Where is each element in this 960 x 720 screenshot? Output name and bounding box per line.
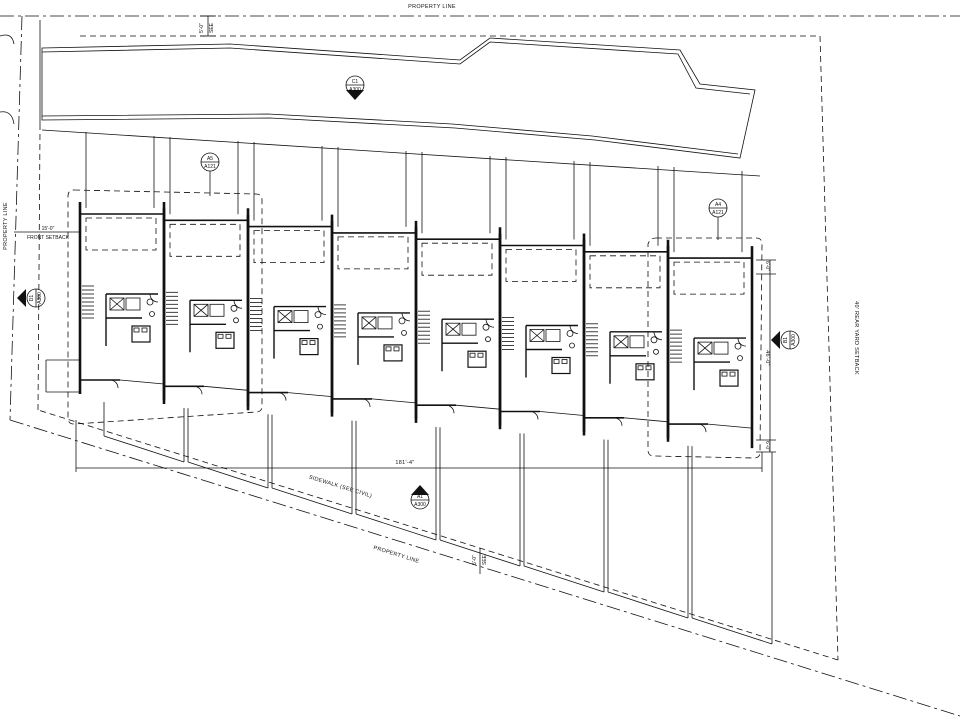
callout-a4[interactable]: A4 A121 [708, 198, 728, 240]
townhouse-unit[interactable] [330, 147, 418, 423]
driveway-edges [0, 20, 80, 393]
callout-a5-sheet: A121 [204, 164, 216, 170]
townhouse-unit[interactable] [666, 167, 754, 449]
bed-icon [635, 363, 655, 381]
townhouse-unit[interactable] [498, 157, 586, 436]
property-line-bottom [9, 419, 960, 717]
side-dim-top-label: 6'-0" [764, 261, 770, 271]
callout-a1-sheet: A300 [414, 502, 426, 508]
see-bottom-label: SEE [482, 554, 488, 565]
stair [502, 317, 514, 350]
callout-a4-sheet: A121 [712, 210, 724, 216]
townhouse-unit[interactable] [582, 162, 670, 442]
bed-icon [551, 356, 571, 375]
callout-d1-sheet: A300 [37, 292, 43, 304]
front-setback-dim-label: 15'-0" [42, 226, 55, 232]
townhouse-unit[interactable] [162, 137, 250, 411]
unit-driveway [439, 427, 521, 567]
callout-a5-number: A5 [207, 156, 213, 162]
callout-a5[interactable]: A5 A121 [200, 152, 220, 196]
unit-driveway [187, 408, 269, 489]
property-line-top-label: PROPERTY LINE [408, 4, 456, 10]
bed-icon [131, 325, 151, 343]
bed-icon [215, 331, 235, 349]
callout-a1[interactable]: A1 A300 [410, 485, 430, 510]
callout-d1-number: D1 [29, 295, 35, 302]
unit-driveway [271, 414, 353, 515]
property-line-left-label: PROPERTY LINE [3, 202, 9, 250]
callout-c1[interactable]: C1 A300 [345, 75, 365, 100]
rear-setback-label: 40' REAR YARD SETBACK [853, 301, 859, 375]
townhouse-unit[interactable] [78, 132, 166, 404]
dimensions: 181'-4" 46'-0" 6'-0" 6'-0" 5'-0" SEE 5'-… [75, 15, 776, 574]
overall-width-label: 181'-4" [395, 460, 414, 466]
unit-driveway [355, 420, 437, 541]
unit-driveway [607, 439, 689, 619]
unit-driveway [103, 402, 185, 463]
see-top-dim-label: 5'-0" [199, 23, 205, 33]
see-bottom-dim-label: 5'-0" [472, 555, 478, 565]
stair [82, 285, 94, 319]
stair [334, 304, 346, 338]
unit-driveways [103, 402, 773, 645]
callout-a4-number: A4 [715, 202, 721, 208]
townhouse-units [78, 132, 754, 449]
side-dim-bottom-label: 6'-0" [764, 441, 770, 451]
stair [418, 310, 430, 344]
bed-icon [383, 344, 403, 362]
stair [586, 323, 598, 357]
stair [166, 291, 178, 325]
bed-icon [719, 369, 739, 387]
callout-a1-number: A1 [417, 494, 423, 500]
unit-driveway [691, 446, 773, 645]
unit-driveway [523, 433, 605, 593]
callout-b1-number: B1 [783, 337, 789, 343]
see-top-label: SEE [209, 22, 215, 33]
stair [250, 298, 262, 332]
property-line-bottom-label: PROPERTY LINE [373, 545, 420, 565]
setback-boundary [14, 35, 839, 661]
callout-d1[interactable]: D1 A300 [17, 288, 46, 308]
callout-c1-sheet: A300 [349, 87, 361, 93]
unit-group-outlines [67, 189, 763, 459]
callout-b1[interactable]: B1 A300 [771, 330, 800, 350]
bed-icon [299, 338, 319, 356]
sidewalk-label: SIDEWALK (SEE CIVIL) [308, 475, 373, 500]
property-lines [0, 15, 960, 717]
entry-drive [41, 37, 761, 177]
bed-icon [467, 350, 487, 368]
overall-depth-label: 46'-0" [764, 350, 770, 366]
townhouse-unit[interactable] [246, 142, 334, 417]
callout-c1-number: C1 [352, 79, 359, 85]
stair [670, 329, 682, 363]
townhouse-unit[interactable] [414, 152, 502, 430]
property-line-left [9, 15, 23, 421]
front-setback-label: FRONT SETBACK [27, 235, 70, 241]
callout-b1-sheet: A300 [791, 334, 797, 346]
